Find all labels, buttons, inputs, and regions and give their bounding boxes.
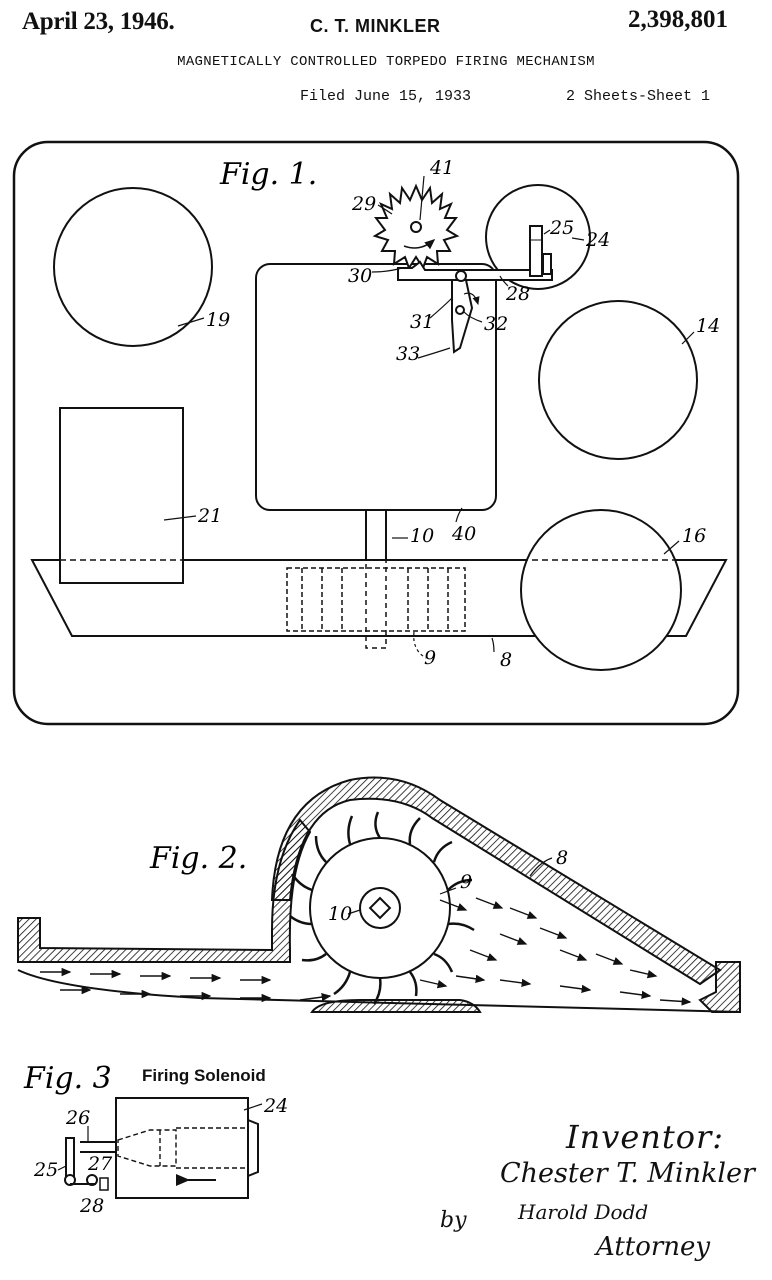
filed-date: Filed June 15, 1933	[300, 88, 472, 105]
attorney-label: Attorney	[596, 1232, 711, 1262]
circle-24	[485, 184, 591, 290]
solenoid-body	[115, 1097, 249, 1199]
ref-32: 32	[484, 313, 508, 335]
fig3-ref-25: 25	[33, 1159, 58, 1181]
ref-30: 30	[348, 265, 372, 287]
box-21	[59, 407, 184, 584]
ratchet-wheel-29	[372, 183, 460, 271]
housing-40	[255, 263, 497, 511]
pawl-31	[451, 279, 474, 354]
post-25	[529, 225, 543, 277]
fig2-ref-8: 8	[556, 847, 568, 869]
ref-40: 40	[451, 523, 476, 545]
fig1-label: Fig. 1.	[219, 157, 317, 192]
hull-8	[30, 559, 728, 637]
attorney-signature: Harold Dodd	[518, 1200, 649, 1224]
fig1-frame	[12, 140, 740, 726]
fig3-ref-26: 26	[65, 1107, 90, 1129]
by-label: by	[440, 1208, 467, 1233]
fig2-drawing	[17, 776, 741, 1013]
fig1-drawing	[12, 140, 740, 726]
inventor-label: Inventor:	[566, 1118, 725, 1156]
ref-24: 24	[585, 229, 610, 251]
ref-14: 14	[696, 315, 720, 337]
paddle-wheel-9	[286, 567, 466, 632]
ref-33: 33	[396, 343, 420, 365]
fig3-drawing	[57, 1097, 263, 1199]
circle-14	[538, 300, 698, 460]
ref-9: 9	[424, 647, 436, 669]
patent-date: April 23, 1946.	[22, 8, 175, 35]
patent-number: 2,398,801	[628, 6, 728, 33]
ref-31: 31	[410, 311, 434, 333]
wheel-blades	[289, 811, 475, 1005]
fig3-ref-28: 28	[79, 1195, 104, 1217]
fig3-ref-27: 27	[87, 1153, 113, 1175]
inventor-header: C. T. MINKLER	[310, 16, 441, 36]
ref-25: 25	[549, 217, 574, 239]
flow-arrows	[40, 897, 692, 1006]
ref-10: 10	[410, 525, 434, 547]
fig3-caption: Firing Solenoid	[142, 1066, 266, 1085]
inventor-signature: Chester T. Minkler	[500, 1158, 755, 1189]
ref-28: 28	[505, 283, 530, 305]
fig2-housing-8	[270, 776, 722, 986]
ref-41: 41	[429, 157, 454, 179]
fig2-label: Fig. 2.	[149, 841, 247, 876]
ref-21: 21	[197, 505, 222, 527]
fig3-ref-24: 24	[263, 1095, 288, 1117]
fig2-ref-9: 9	[460, 871, 472, 893]
ref-16: 16	[682, 525, 706, 547]
fig3-label: Fig. 3	[23, 1061, 112, 1096]
sheet-count: 2 Sheets-Sheet 1	[566, 88, 711, 105]
circle-19	[53, 187, 213, 347]
ref-19: 19	[206, 309, 230, 331]
patent-title: MAGNETICALLY CONTROLLED TORPEDO FIRING M…	[177, 54, 595, 70]
lever-28	[397, 260, 553, 281]
circle-16	[520, 509, 682, 671]
fig2-ref-10: 10	[328, 903, 352, 925]
ref-29: 29	[351, 193, 376, 215]
ref-8: 8	[500, 649, 512, 671]
